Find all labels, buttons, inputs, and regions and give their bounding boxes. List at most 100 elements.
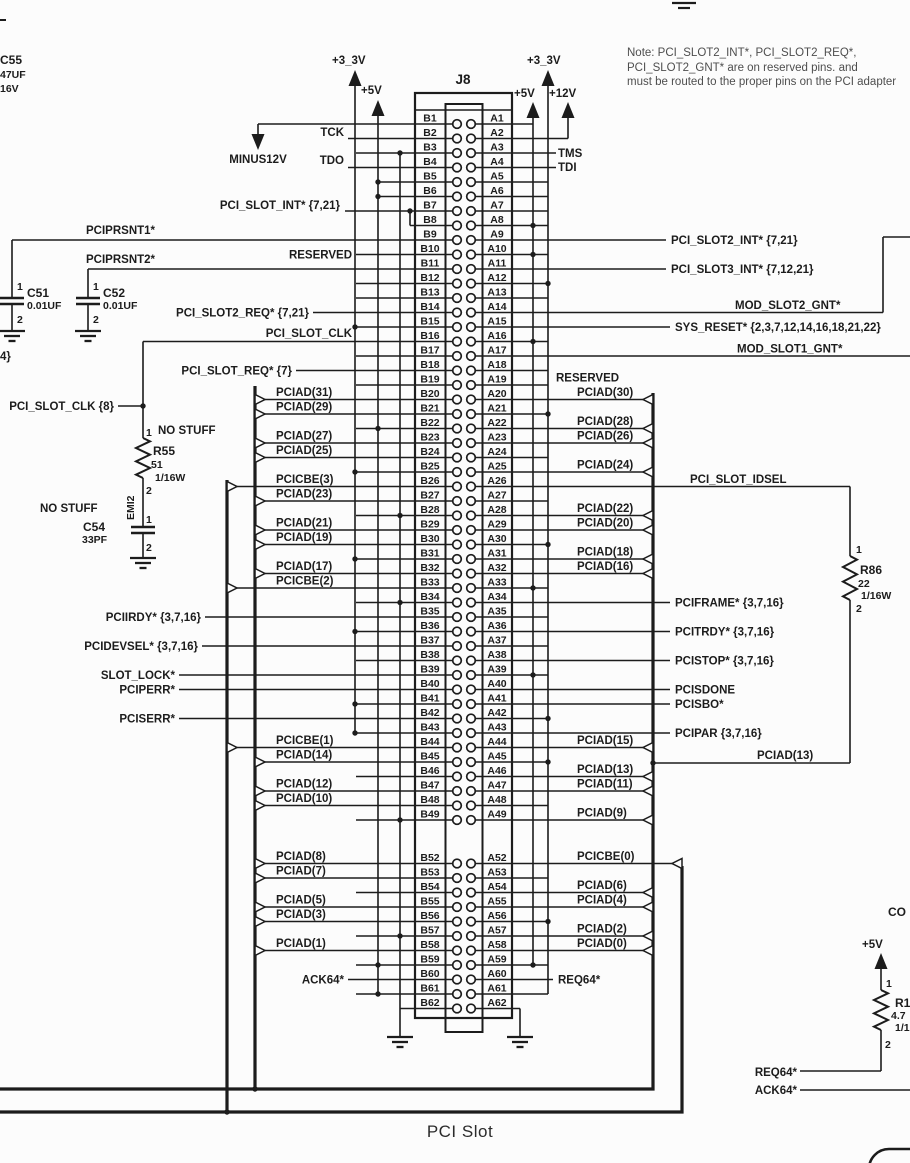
junction-dot	[140, 403, 146, 409]
pin-label-a: A37	[487, 635, 506, 647]
pin-circle	[451, 365, 463, 376]
pin-circle	[451, 771, 463, 782]
pin-circle	[451, 408, 463, 420]
junction-dot	[375, 991, 381, 997]
signal-label: PCIAD(1)	[276, 938, 326, 950]
pin-circle	[465, 133, 477, 144]
pin-label-b: B11	[421, 258, 440, 270]
signal-label: PCIAD(9)	[577, 808, 627, 820]
power-label: +5V	[862, 939, 883, 951]
pin-label-a: A34	[487, 591, 506, 603]
bus-entry-arrow	[641, 944, 654, 957]
pin-circle	[465, 118, 477, 130]
pin-circle	[451, 278, 463, 289]
pin-circle	[451, 684, 463, 695]
signal-label: PCIDEVSEL* {3,7,16}	[84, 641, 198, 653]
pin-label-b: B58	[420, 939, 439, 951]
junction-dot	[352, 556, 358, 562]
power-label: +5V	[361, 85, 382, 97]
pin-number: 2	[17, 314, 23, 326]
pin-circle	[451, 959, 463, 971]
pin-circle	[451, 553, 463, 565]
pin-circle	[451, 930, 463, 942]
junction-dot	[530, 585, 536, 591]
pin-label-a: A4	[490, 156, 504, 168]
pin-circle	[451, 756, 463, 768]
pin-number: 2	[856, 603, 862, 615]
pin-label-b: B31	[420, 548, 439, 560]
power-arrow	[526, 102, 540, 118]
bus-entry-arrow	[254, 436, 267, 450]
pin-label-b: B24	[420, 446, 439, 458]
pin-circle	[451, 887, 463, 898]
bus-entry-arrow	[641, 436, 654, 450]
pin-circle	[451, 742, 463, 753]
bus-entry-arrow	[254, 494, 267, 508]
pin-label-a: A52	[487, 852, 506, 864]
signal-label: PCICBE(2)	[276, 576, 334, 588]
bus-entry-arrow	[254, 451, 267, 464]
bus-entry-arrow	[641, 813, 654, 827]
pin-circle	[465, 568, 477, 579]
junction-dot	[407, 208, 413, 214]
pin-label-b: B60	[420, 968, 439, 980]
pin-circle	[451, 974, 463, 985]
pin-label-a: A12	[487, 272, 506, 284]
pin-circle	[465, 988, 477, 1000]
pin-circle	[465, 524, 477, 536]
pin-circle	[451, 510, 463, 521]
pin-circle	[465, 945, 477, 956]
bus-entry-arrow	[226, 581, 239, 595]
pin-label-b: B41	[420, 693, 439, 705]
pin-circle	[451, 1003, 463, 1014]
pin-circle	[451, 249, 463, 260]
pin-circle	[451, 945, 463, 956]
pin-circle	[451, 669, 463, 681]
pin-circle	[465, 321, 477, 333]
signal-label: PCIAD(28)	[577, 416, 633, 428]
component-tag: EMI2	[125, 495, 137, 520]
signal-label: REQ64*	[558, 975, 601, 987]
pin-circle	[465, 626, 477, 637]
pin-label-a: A44	[487, 736, 506, 748]
pin-circle	[451, 147, 463, 159]
pin-label-a: A23	[487, 432, 506, 444]
pin-label-a: A31	[487, 548, 506, 560]
signal-label: PCIAD(0)	[577, 938, 627, 950]
pin-circle	[465, 553, 477, 565]
signal-label: TCK	[320, 127, 344, 139]
note-line: must be routed to the proper pins on the…	[627, 76, 897, 88]
pin-label-b: B18	[420, 359, 439, 371]
signal-label: PCIAD(11)	[577, 779, 633, 791]
pin-label-a: A58	[487, 939, 506, 951]
signal-label: PCI_SLOT2_INT* {7,21}	[671, 235, 798, 247]
bus-entry-arrow	[254, 944, 267, 957]
component-ref: C51	[27, 286, 49, 300]
signal-label: PCIAD(5)	[276, 895, 326, 907]
connector-body	[444, 103, 484, 1033]
signal-label: PCIAD(27)	[276, 431, 332, 443]
pin-label-a: A16	[487, 330, 506, 342]
junction-dot	[530, 338, 536, 345]
pin-circle	[465, 930, 477, 942]
pin-label-a: A53	[487, 867, 506, 879]
pin-circle	[465, 278, 477, 289]
pin-label-a: A47	[487, 780, 506, 792]
pin-label-a: A36	[487, 620, 506, 632]
power-arrow	[541, 70, 555, 86]
signal-label: PCIAD(6)	[577, 880, 627, 892]
pin-circle	[465, 162, 477, 173]
bus-entry-arrow	[641, 523, 654, 537]
signal-label: PCIAD(26)	[577, 431, 633, 443]
bus-entry-arrow	[254, 393, 267, 406]
signal-label: PCI_SLOT_REQ* {7}	[181, 366, 292, 378]
junction-dot	[530, 962, 536, 968]
signal-label: PCI_SLOT2_REQ* {7,21}	[176, 308, 309, 320]
junction-dot	[397, 933, 403, 939]
pin-label-b: B61	[420, 983, 439, 995]
pin-label-b: B44	[420, 736, 439, 748]
pin-circle	[451, 640, 463, 652]
pin-label-a: A30	[487, 533, 506, 545]
resistor-symbol	[133, 437, 153, 479]
